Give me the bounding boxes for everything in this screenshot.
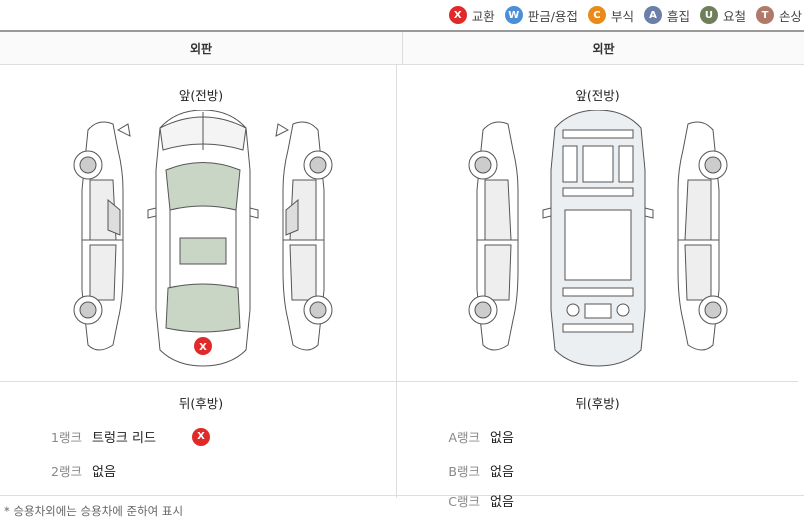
table-header-row: 외판 외판 <box>0 32 804 65</box>
legend-item-dent: U 요철 <box>699 6 746 25</box>
inspection-table: 외판 외판 앞(전방) <box>0 30 804 510</box>
legend-item-welding: W 판금/용접 <box>504 6 578 25</box>
replace-badge-icon: X <box>448 6 467 24</box>
damage-badge-icon: T <box>755 6 774 24</box>
rank-label: 2랭크 <box>51 464 82 479</box>
legend-label: 흠집 <box>666 8 690 24</box>
rank-value: 없음 <box>490 465 514 480</box>
front-label: 앞(전방) <box>575 88 620 103</box>
front-label: 앞(전방) <box>178 88 224 103</box>
corrosion-badge-icon: C <box>587 6 606 24</box>
top-view <box>147 110 259 367</box>
right-side-view <box>275 121 333 351</box>
divider <box>0 381 402 382</box>
legend-item-corrosion: C 부식 <box>587 6 634 25</box>
legend-label: 부식 <box>610 8 634 24</box>
legend-label: 손상 <box>778 8 802 24</box>
scratch-badge-icon: A <box>643 6 662 24</box>
footnote: * 승용차외에는 승용차에 준하여 표시 <box>4 504 184 518</box>
rank-label: 1랭크 <box>51 430 82 445</box>
divider <box>397 381 798 382</box>
rank-value: 없음 <box>490 495 514 510</box>
rank-label: B랭크 <box>448 464 480 479</box>
welding-badge-icon: W <box>504 6 523 24</box>
legend-item-replace: X 교환 <box>448 6 495 25</box>
rank-row-1: 1랭크 트렁크 리드 X <box>42 427 210 446</box>
trunk-lid-replace-marker: X <box>194 337 212 355</box>
right-side-view <box>677 121 728 351</box>
frame-top-view <box>542 110 654 367</box>
legend-label: 교환 <box>471 8 495 24</box>
rank-label: C랭크 <box>448 494 480 509</box>
rank-row-b: B랭크 없음 <box>440 461 514 480</box>
rank-row-a: A랭크 없음 <box>440 427 514 446</box>
legend-item-damage: T 손상 <box>755 6 802 25</box>
exterior-car-diagram: X <box>73 110 333 367</box>
replace-mark-code: X <box>199 342 207 353</box>
legend-label: 요철 <box>722 8 746 24</box>
rank-row-c: C랭크 없음 <box>440 491 514 510</box>
dent-badge-icon: U <box>699 6 718 24</box>
rank-value: 없음 <box>490 431 514 446</box>
rank-value: 없음 <box>92 465 116 480</box>
right-header: 외판 <box>402 32 804 65</box>
legend: X 교환 W 판금/용접 C 부식 A 흠집 U 요철 T 손상 <box>448 4 802 26</box>
left-side-view <box>73 121 131 351</box>
legend-item-scratch: A 흠집 <box>643 6 690 25</box>
replace-badge-icon: X <box>191 427 210 446</box>
rear-label: 뒤(후방) <box>178 396 224 411</box>
rank-row-2: 2랭크 없음 <box>42 461 116 480</box>
left-side-view <box>468 121 519 351</box>
rank-label: A랭크 <box>448 430 480 445</box>
legend-label: 판금/용접 <box>527 8 578 24</box>
frame-panel: 앞(전방) <box>396 65 798 510</box>
exterior-panel: 앞(전방) <box>0 65 402 498</box>
rear-label: 뒤(후방) <box>575 396 620 411</box>
left-header: 외판 <box>189 42 213 56</box>
frame-car-diagram <box>468 110 728 367</box>
rank-value: 트렁크 리드 <box>92 431 156 446</box>
